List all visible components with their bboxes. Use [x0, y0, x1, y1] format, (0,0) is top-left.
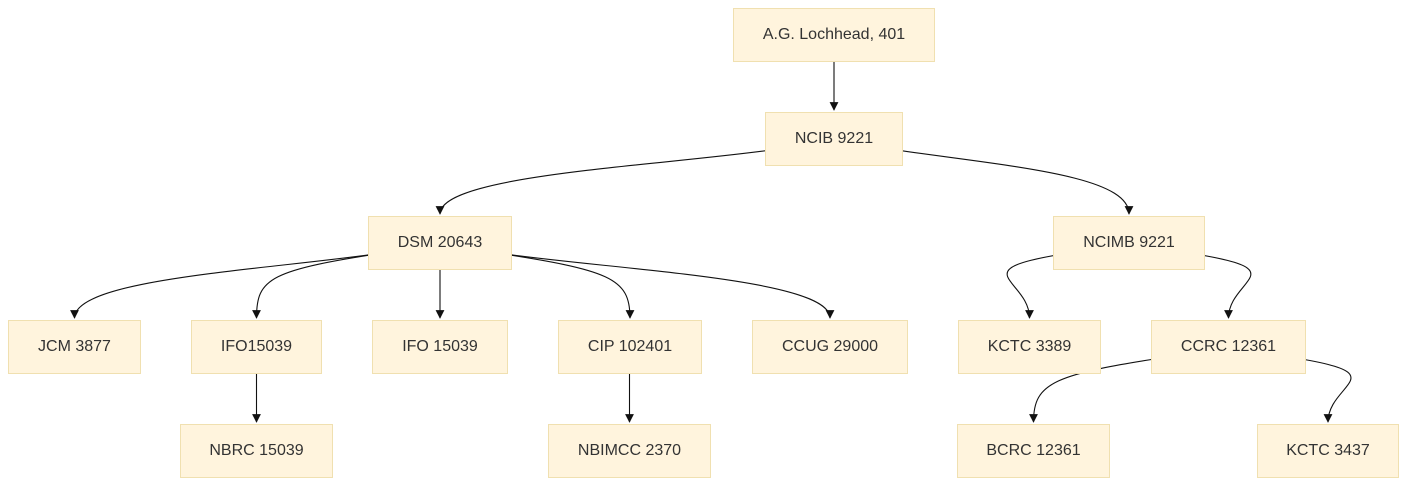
- node-label: KCTC 3389: [987, 338, 1072, 355]
- node-label: CIP 102401: [587, 338, 673, 355]
- node-ccug-29000: CCUG 29000: [752, 320, 908, 374]
- edge-dsm20643-to-cip102401: [490, 251, 635, 319]
- node-dsm-20643: DSM 20643: [368, 216, 512, 270]
- node-label: CCRC 12361: [1180, 338, 1277, 355]
- node-nbimcc-2370: NBIMCC 2370: [548, 424, 711, 478]
- node-jcm-3877: JCM 3877: [8, 320, 141, 374]
- node-ncimb-9221: NCIMB 9221: [1053, 216, 1205, 270]
- node-label: JCM 3877: [38, 338, 111, 355]
- node-label: NBRC 15039: [209, 442, 304, 459]
- edge-dsm20643-to-ifo15039a: [252, 251, 390, 319]
- node-ncib-9221: NCIB 9221: [765, 112, 903, 166]
- node-ifo-15039: IFO 15039: [372, 320, 508, 374]
- edge-ccrc12361-to-kctc3437: [1282, 355, 1352, 423]
- node-kctc-3437: KCTC 3437: [1257, 424, 1399, 478]
- node-ccrc-12361: CCRC 12361: [1151, 320, 1306, 374]
- edge-ncimb9221-to-kctc3389: [1006, 251, 1076, 319]
- node-label: DSM 20643: [397, 234, 483, 251]
- node-label: IFO 15039: [402, 338, 478, 355]
- edge-ncib9221-to-ncimb9221: [882, 147, 1134, 215]
- node-label: A.G. Lochhead, 401: [762, 26, 906, 43]
- node-ifo15039: IFO15039: [191, 320, 322, 374]
- node-bcrc-12361: BCRC 12361: [957, 424, 1110, 478]
- edge-ncib9221-to-dsm20643: [435, 147, 786, 215]
- node-label: NCIB 9221: [794, 130, 874, 147]
- edge-dsm20643-to-jcm3877: [70, 251, 390, 319]
- edge-ncimb9221-to-ccrc12361: [1182, 251, 1252, 319]
- node-label: BCRC 12361: [986, 442, 1081, 459]
- node-label: IFO15039: [220, 338, 293, 355]
- node-label: KCTC 3437: [1286, 442, 1370, 459]
- edge-ccrc12361-to-bcrc12361: [1029, 355, 1175, 423]
- node-kctc-3389: KCTC 3389: [958, 320, 1101, 374]
- node-lochhead: A.G. Lochhead, 401: [733, 8, 935, 62]
- edge-dsm20643-to-ccug29000: [490, 251, 835, 319]
- node-cip-102401: CIP 102401: [558, 320, 702, 374]
- node-label: NBIMCC 2370: [577, 442, 682, 459]
- node-label: CCUG 29000: [781, 338, 879, 355]
- node-label: NCIMB 9221: [1083, 234, 1175, 251]
- node-nbrc-15039: NBRC 15039: [180, 424, 333, 478]
